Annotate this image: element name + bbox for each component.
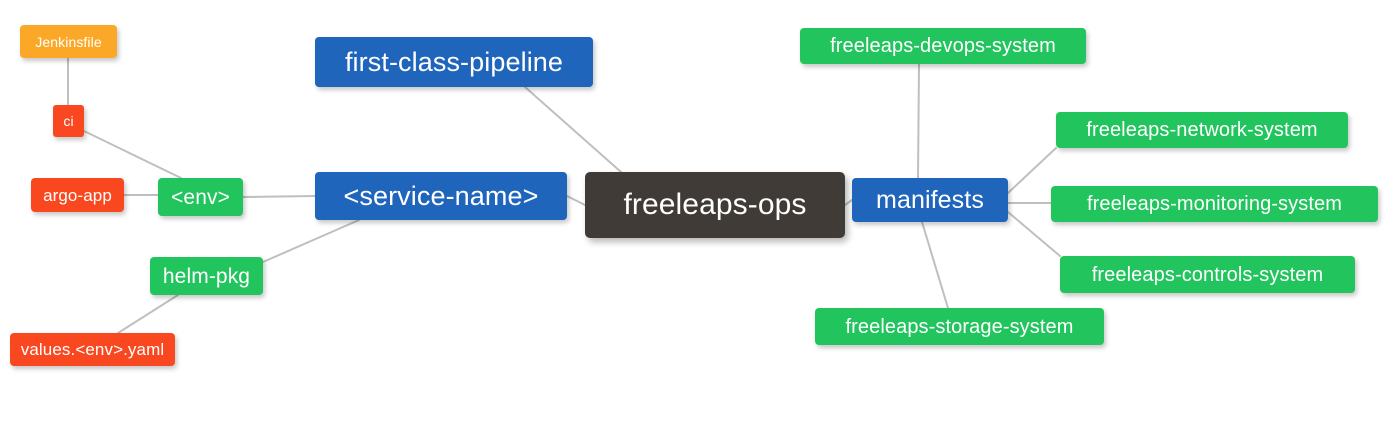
- mindmap-node-label: values.<env>.yaml: [20, 340, 165, 359]
- mindmap-node-label: helm-pkg: [162, 264, 251, 288]
- mindmap-node-freeleaps-ops[interactable]: freeleaps-ops: [585, 172, 845, 238]
- mindmap-node-jenkinsfile[interactable]: Jenkinsfile: [20, 25, 117, 58]
- mindmap-node-freeleaps-controls-system[interactable]: freeleaps-controls-system: [1060, 256, 1355, 293]
- mindmap-node-ci[interactable]: ci: [53, 105, 84, 137]
- mindmap-edge-freeleaps-ops-to-first-class-pipeline: [524, 86, 622, 173]
- mindmap-node-freeleaps-network-system[interactable]: freeleaps-network-system: [1056, 112, 1348, 148]
- mindmap-edge-service-name-to-helm-pkg: [262, 219, 360, 263]
- mindmap-node-label: <service-name>: [343, 180, 539, 211]
- mindmap-node-label: first-class-pipeline: [344, 46, 564, 77]
- mindmap-node-manifests[interactable]: manifests: [852, 178, 1008, 222]
- mindmap-edge-manifests-to-freeleaps-network-system: [1007, 147, 1057, 194]
- mindmap-node-label: argo-app: [43, 185, 112, 205]
- mindmap-node-label: manifests: [876, 185, 984, 214]
- mindmap-edge-freeleaps-ops-to-manifests: [844, 199, 853, 206]
- mindmap-edge-env-to-ci: [83, 130, 182, 179]
- mindmap-node-first-class-pipeline[interactable]: first-class-pipeline: [315, 37, 593, 87]
- mindmap-node-values-env-yaml[interactable]: values.<env>.yaml: [10, 333, 175, 366]
- mindmap-node-label: freeleaps-ops: [623, 188, 807, 221]
- mindmap-edge-service-name-to-env: [242, 195, 316, 198]
- mindmap-node-label: freeleaps-network-system: [1086, 119, 1318, 141]
- mindmap-node-label: <env>: [171, 185, 230, 209]
- mindmap-node-freeleaps-monitoring-system[interactable]: freeleaps-monitoring-system: [1051, 186, 1378, 222]
- mindmap-node-label: ci: [63, 113, 74, 129]
- mindmap-edge-helm-pkg-to-values-env-yaml: [117, 294, 179, 334]
- mindmap-node-freeleaps-devops-system[interactable]: freeleaps-devops-system: [800, 28, 1086, 64]
- mindmap-node-label: freeleaps-devops-system: [830, 35, 1056, 57]
- mindmap-node-label: freeleaps-storage-system: [845, 315, 1074, 338]
- mindmap-node-label: freeleaps-monitoring-system: [1086, 193, 1342, 215]
- mindmap-node-helm-pkg[interactable]: helm-pkg: [150, 257, 263, 295]
- mindmap-node-argo-app[interactable]: argo-app: [31, 178, 124, 212]
- mindmap-node-env[interactable]: <env>: [158, 178, 243, 216]
- mindmap-edge-freeleaps-ops-to-service-name: [566, 195, 586, 206]
- mindmap-edge-manifests-to-freeleaps-devops-system: [917, 63, 920, 179]
- mindmap-node-service-name[interactable]: <service-name>: [315, 172, 567, 220]
- mindmap-node-freeleaps-storage-system[interactable]: freeleaps-storage-system: [815, 308, 1104, 345]
- mindmap-node-label: Jenkinsfile: [35, 33, 102, 50]
- mindmap-edge-manifests-to-freeleaps-storage-system: [921, 221, 949, 309]
- mindmap-node-label: freeleaps-controls-system: [1091, 263, 1324, 286]
